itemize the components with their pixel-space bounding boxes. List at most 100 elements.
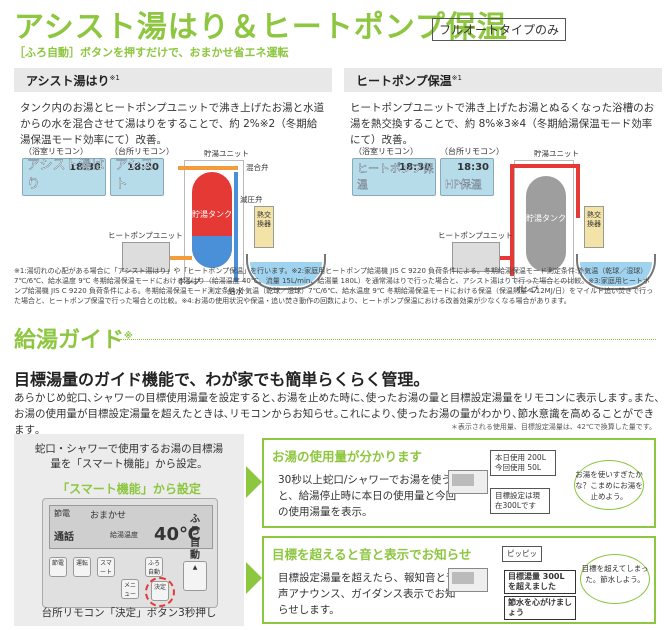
kitchen-remote-screen-2: 18:30 HP保温 [440, 158, 494, 196]
heatpump-heading: ヒートポンプ保温※1 [344, 68, 662, 92]
reducing-valve-label: 減圧弁 [240, 195, 263, 204]
usage-box: お湯の使用量が分かります 30秒以上蛇口/シャワーでお湯を使うと、給湯停止時に本… [262, 438, 656, 528]
bath-remote-screen-2: 18:30 ヒートポンプ保温 [352, 158, 436, 196]
screen-status: 通話 [54, 532, 74, 543]
mixing-valve-label: 混合弁 [246, 163, 269, 172]
tank-unit-frame-2 [514, 160, 574, 282]
kitchen-remote-time-2: 18:30 [457, 162, 489, 173]
device-screen [452, 474, 474, 486]
remote-button-setsuden[interactable]: 節電 [49, 557, 67, 577]
screen-temp-label: 給湯温度 [110, 531, 138, 539]
assist-heading: アシスト湯はり※1 [14, 68, 332, 92]
guide-description: あらかじめ蛇口､シャワーの目標使用湯量を設定すると､お湯を止めた時に､使ったお湯… [14, 392, 660, 436]
screen-mode: 節電 [54, 509, 70, 518]
alert-title: 目標を超えると音と表示でお知らせ [272, 547, 472, 562]
guide-title-text: 給湯ガイド [14, 328, 125, 353]
alert-box: 目標を超えると音と表示でお知らせ 目標設定湯量を超えたら、報知音と音声アナウンス… [262, 536, 656, 624]
alert-screen-1: 目標湯量 300Lを超えました [504, 570, 576, 594]
heatpump-panel: ヒートポンプ保温※1 ヒートポンプユニットで沸き上げたお湯とぬるくなった浴槽のお… [344, 68, 662, 308]
alert-screen-2: 節水を心がけましょう [504, 596, 576, 620]
page-title: アシスト湯はり＆ヒートポンプ保温 [14, 10, 508, 45]
highlight-ring [145, 577, 175, 607]
hot-pipe-vertical [510, 164, 514, 276]
alert-thought: 目標を超えてしまった。節水しよう。 [580, 554, 650, 604]
guide-note: ＊表示される使用量、目標設定湯量は、42℃で換算した量です。 [450, 423, 656, 431]
setting-text: 蛇口・シャワーで使用するお湯の目標湯量を「スマート機能」から設定。 [34, 443, 224, 470]
remote-device-icon [448, 470, 488, 494]
usage-thought: お湯を使いすぎたかな？こまめにお湯を止めよう。 [574, 460, 644, 510]
tank-unit-label-2: 貯湯ユニット [534, 149, 579, 158]
remote-button-furo[interactable]: ふろ自動 [145, 557, 163, 577]
hot-pipe-top [510, 164, 580, 168]
water-supply-label: 給水 [228, 287, 243, 296]
remote-buttons: 節電 運転 スマート ふろ自動 メニュー 決定 ▲ [49, 557, 213, 607]
page-subtitle: ［ふろ自動］ボタンを押すだけで、おまかせ省エネ運転 [14, 46, 289, 59]
kitchen-remote: 節電 おまかせ 通話 給湯温度 40℃ ふろ自動 節電 運転 スマート ふろ自動… [42, 498, 218, 608]
alert-text: 目標設定湯量を超えたら、報知音と音声アナウンス、ガイダンス表示でお知らせします。 [278, 572, 457, 616]
bath-remote-screen: 18:30 アシスト湯はり [22, 158, 106, 196]
tank-label-2: 貯湯タンク [526, 214, 566, 223]
kitchen-remote-screen: 18:30 アシスト [110, 158, 164, 196]
bathtub-water [250, 262, 322, 286]
setting-caption: 台所リモコン「決定」ボタン3秒押し [41, 607, 217, 619]
water-pipe [234, 172, 238, 282]
arrow-right-icon-2 [246, 562, 262, 594]
footnotes: ※1:湯切れの心配がある場合に「アシスト湯はり」や「ヒートポンプ保温」を行います… [14, 267, 654, 305]
hot-pipe-right [576, 164, 580, 218]
heatpump-heading-text: ヒートポンプ保温 [356, 74, 452, 88]
usage-title: お湯の使用量が分かります [272, 449, 423, 464]
cold-water-layer [192, 236, 232, 268]
remote-screen: 節電 おまかせ 通話 給湯温度 40℃ ふろ自動 [49, 505, 213, 561]
tank-label: 貯湯タンク [192, 210, 232, 219]
remote-button-up[interactable]: ▲ [183, 561, 207, 591]
remote-device-icon-2 [448, 568, 488, 592]
remote-button-menu[interactable]: メニュー [121, 579, 139, 599]
heatpump-diagram: （浴室リモコン） （台所リモコン） 18:30 ヒートポンプ保温 18:30 H… [348, 146, 660, 308]
assist-body: タンク内のお湯とヒートポンプユニットで沸き上げたお湯と水道からの水を混合させて湯… [20, 102, 325, 146]
setting-box: 蛇口・シャワーで使用するお湯の目標湯量を「スマート機能」から設定。 「スマート機… [14, 434, 244, 626]
kitchen-remote-label: （台所リモコン） [110, 147, 174, 156]
guide-title-mark: ※ [124, 331, 133, 342]
type-tag: フルオートタイプのみ [432, 18, 567, 41]
guide-headline: 目標湯量のガイド機能で、わが家でも簡単らくらく管理。 [14, 370, 430, 389]
bath-remote-label: （浴室リモコン） [24, 147, 88, 156]
heatpump-unit-2 [452, 242, 500, 272]
kitchen-remote-mode-2: HP保温 [445, 178, 482, 191]
heatpump-unit-label: ヒートポンプユニット [108, 231, 183, 240]
remote-button-smart[interactable]: スマート [97, 557, 115, 577]
bath-remote-label-2: （浴室リモコン） [354, 147, 418, 156]
remote-button-unten[interactable]: 運転 [73, 557, 91, 577]
tank-unit-label: 貯湯ユニット [204, 149, 249, 158]
beep-bubble: ピッピッ [502, 546, 542, 562]
kitchen-remote-mode: アシスト [115, 158, 154, 192]
heatpump-unit-label-2: ヒートポンプユニット [438, 231, 513, 240]
kitchen-remote-label-2: （台所リモコン） [440, 147, 504, 156]
heatpump-note-mark: ※1 [451, 74, 462, 82]
heat-exchanger: 熱交換器 [254, 206, 274, 248]
pump-label: ポンプ [178, 277, 201, 286]
target-bubble: 目標設定は現在300Lです [490, 488, 550, 514]
screen-side: ふろ自動 [190, 514, 200, 561]
bath-remote-mode-2: ヒートポンプ保温 [357, 162, 434, 191]
pump-label-2: ポンプ [516, 285, 539, 294]
bath-remote-time-2: 18:30 [399, 162, 431, 173]
usage-text: 30秒以上蛇口/シャワーでお湯を使うと、給湯停止時に本日の使用量と今回の使用湯量… [278, 474, 457, 518]
hot-pipe [178, 166, 238, 170]
bath-remote-mode: アシスト湯はり [27, 158, 105, 192]
device-screen-2 [452, 572, 474, 584]
guide-divider [120, 339, 656, 340]
assist-heading-text: アシスト湯はり [26, 74, 110, 88]
heat-exchanger-2: 熱交換器 [584, 206, 604, 248]
assist-panel: アシスト湯はり※1 タンク内のお湯とヒートポンプユニットで沸き上げたお湯と水道か… [14, 68, 332, 308]
setting-highlight: 「スマート機能」から設定 [57, 482, 201, 496]
kitchen-remote-time: 18:30 [127, 162, 159, 173]
screen-message: おまかせ [90, 511, 127, 521]
screen-temp: 40℃ [154, 524, 201, 545]
bathtub-water-2 [580, 262, 652, 286]
heatpump-pipe [170, 256, 192, 260]
heatpump-body: ヒートポンプユニットで沸き上げたお湯とぬるくなった浴槽のお湯を熱交換することで、… [350, 102, 655, 146]
heatpump-unit [122, 242, 170, 272]
assist-note-mark: ※1 [109, 74, 120, 82]
guide-title: 給湯ガイド※ [14, 322, 133, 354]
bath-remote-time: 18:30 [69, 162, 101, 173]
